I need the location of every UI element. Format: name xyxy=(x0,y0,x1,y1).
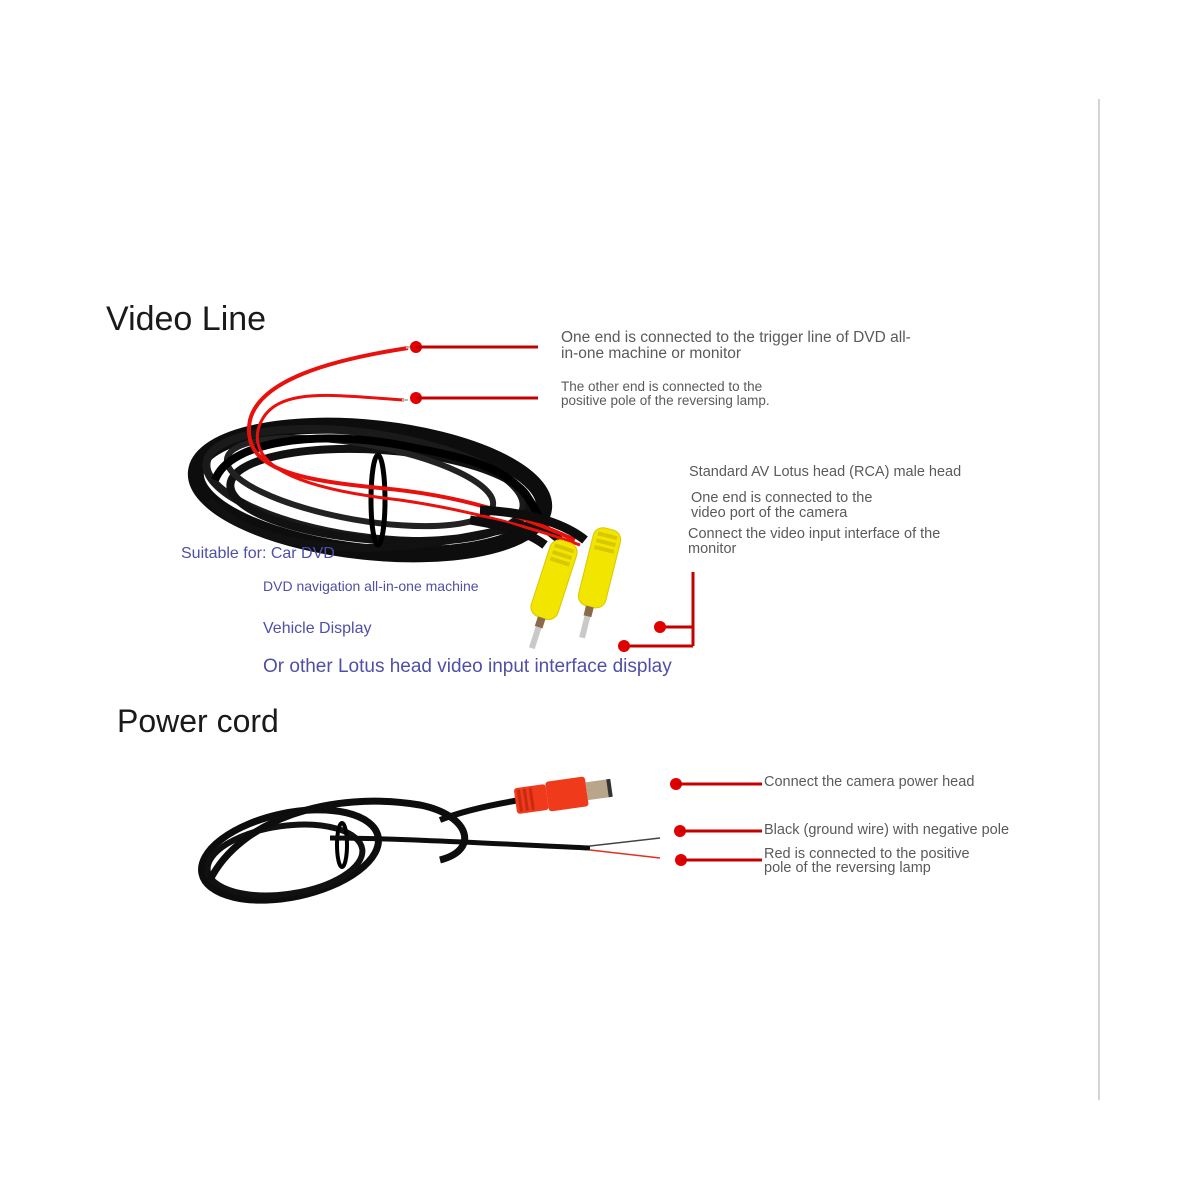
monitor-input-text-1: Connect the video input interface of the xyxy=(688,526,941,542)
video-callout-markers xyxy=(410,341,695,652)
reversing-lamp-text-2: positive pole of the reversing lamp. xyxy=(561,393,770,408)
rca-head-label: Standard AV Lotus head (RCA) male head xyxy=(689,464,962,480)
monitor-input-text-2: monitor xyxy=(688,541,737,557)
power-cord-title: Power cord xyxy=(117,703,279,739)
trigger-line-text-2: in-one machine or monitor xyxy=(561,345,742,362)
power-callout-markers xyxy=(670,778,762,866)
positive-wire-callout: Red is connected to the positive pole of… xyxy=(764,847,970,876)
trigger-line-callout: One end is connected to the trigger line… xyxy=(561,330,911,362)
suitable-item-2: Vehicle Display xyxy=(263,620,372,637)
reversing-lamp-callout: The other end is connected to the positi… xyxy=(561,380,770,408)
suitable-for-heading: Suitable for: Car DVD xyxy=(181,545,335,562)
reversing-lamp-text-1: The other end is connected to the xyxy=(561,379,763,394)
ground-wire-callout: Black (ground wire) with negative pole xyxy=(764,822,1010,838)
power-cord-illustration xyxy=(198,776,661,904)
suitable-item-1: DVD navigation all-in-one machine xyxy=(263,578,479,594)
video-cable-coil-illustration xyxy=(187,345,622,650)
power-head-callout: Connect the camera power head xyxy=(764,774,975,790)
trigger-line-text-1: One end is connected to the trigger line… xyxy=(561,329,911,346)
monitor-input-callout: Connect the video input interface of the… xyxy=(688,527,940,557)
video-line-title: Video Line xyxy=(106,300,267,338)
positive-wire-text-1: Red is connected to the positive xyxy=(764,846,970,862)
camera-port-callout: One end is connected to the video port o… xyxy=(691,491,872,521)
vertical-divider xyxy=(1098,99,1100,1100)
camera-port-text-2: video port of the camera xyxy=(691,505,848,521)
suitable-item-3: Or other Lotus head video input interfac… xyxy=(263,656,672,677)
positive-wire-text-2: pole of the reversing lamp xyxy=(764,860,931,876)
camera-port-text-1: One end is connected to the xyxy=(691,490,873,506)
